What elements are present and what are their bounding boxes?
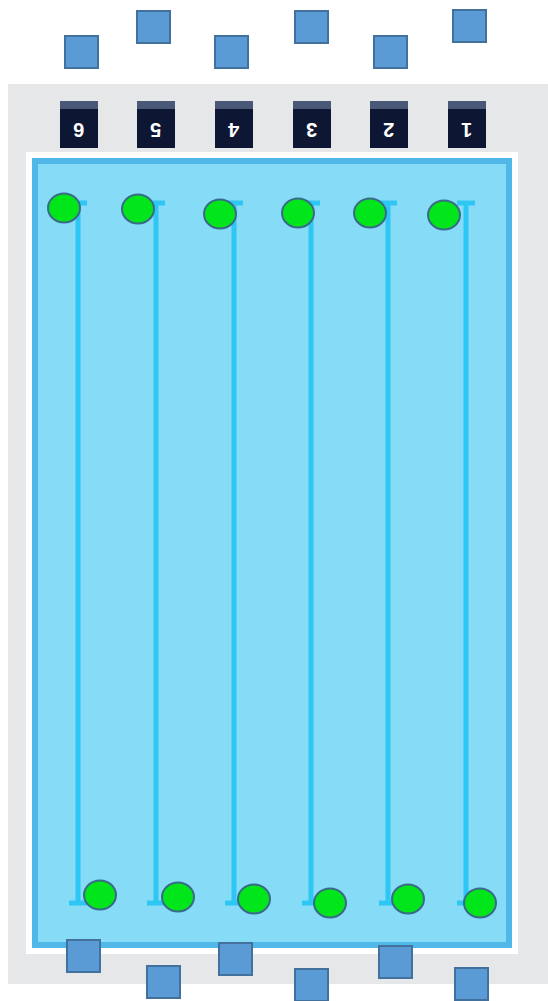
starting-block: [219, 943, 252, 975]
lane-number-box: 6: [60, 101, 98, 148]
starting-block: [455, 968, 488, 1000]
swimmer-dot: [464, 889, 496, 918]
starting-block: [137, 11, 170, 43]
swimmer-dot: [238, 885, 270, 914]
lane-number-box: 3: [293, 101, 331, 148]
lane-number-box: 4: [215, 101, 253, 148]
lane-number-box: 5: [137, 101, 175, 148]
lane-number: 3: [306, 120, 317, 140]
starting-block: [295, 11, 328, 43]
lane-number-box: 2: [370, 101, 408, 148]
swimmer-dot: [162, 883, 194, 912]
lane-line: [464, 203, 469, 903]
pool-edge: [32, 158, 512, 948]
starting-block: [65, 36, 98, 68]
deck: [8, 84, 548, 984]
lane-cap: [457, 201, 475, 206]
lane-number: 4: [228, 120, 239, 140]
box-band: [60, 101, 98, 109]
starting-block: [147, 966, 180, 998]
starting-block: [453, 10, 486, 42]
starting-block: [295, 969, 328, 1001]
swimmer-dot: [84, 881, 116, 910]
lane-line: [154, 203, 159, 903]
lane-line: [232, 203, 237, 903]
box-band: [137, 101, 175, 109]
swimmer-dot: [48, 194, 80, 223]
lane-line: [309, 203, 314, 903]
box-band: [370, 101, 408, 109]
starting-block: [215, 36, 248, 68]
lane-number: 6: [73, 120, 84, 140]
swimmer-dot: [204, 200, 236, 229]
swimmer-dot: [122, 195, 154, 224]
box-band: [448, 101, 486, 109]
lane-number: 5: [150, 120, 161, 140]
swimmer-dot: [354, 199, 386, 228]
swimmer-dot: [314, 889, 346, 918]
box-band: [215, 101, 253, 109]
lane-number: 1: [461, 120, 472, 140]
swimmer-dot: [282, 199, 314, 228]
swimmer-dot: [392, 885, 424, 914]
pool-water: [38, 164, 506, 942]
starting-block: [374, 36, 407, 68]
lane-line: [386, 203, 391, 903]
starting-block: [67, 940, 100, 972]
starting-block: [379, 946, 412, 978]
lane-number: 2: [383, 120, 394, 140]
lane-cap: [69, 901, 87, 906]
box-band: [293, 101, 331, 109]
swimmer-dot: [428, 201, 460, 230]
pool-rim: [26, 152, 518, 954]
lane-line: [76, 203, 81, 903]
lane-number-box: 1: [448, 101, 486, 148]
